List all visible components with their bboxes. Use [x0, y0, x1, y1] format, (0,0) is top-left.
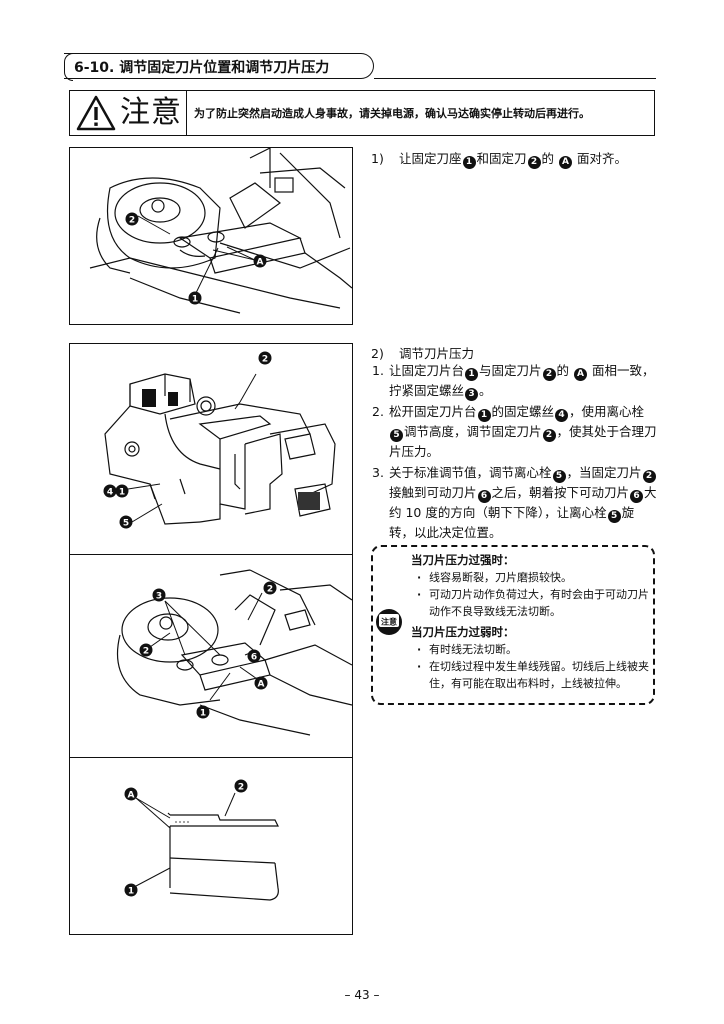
svg-text:5: 5: [123, 519, 129, 529]
figure-2-divider-1: [70, 554, 352, 555]
ref-2: 2: [527, 156, 541, 169]
figure-2-divider-2: [70, 757, 352, 758]
svg-text:A: A: [257, 258, 264, 268]
fig2b-callout-2b: [139, 643, 153, 657]
svg-text:2: 2: [238, 783, 244, 793]
note-box: 注意 当刀片压力过强时： 线容易断裂，刀片磨损较快。 可动刀片动作负荷过大，有时…: [371, 545, 655, 705]
svg-text:2: 2: [262, 355, 268, 365]
svg-text:1: 1: [192, 295, 198, 305]
svg-text:1: 1: [128, 887, 134, 897]
step-1-number: 1): [371, 151, 384, 166]
fig2a-callout-2: [258, 351, 272, 365]
caution-box: 注意 为了防止突然启动造成人身事故，请关掉电源，确认马达确实停止转动后再进行。: [69, 90, 655, 136]
figure-1-drawing: 2 1 A: [89, 147, 353, 314]
header-rule: [374, 78, 656, 79]
figure-2a-drawing: 2 4 1 5: [103, 351, 336, 529]
list-item: 可动刀片动作负荷过大，有时会由于可动刀片动作不良导致线无法切断。: [417, 586, 655, 620]
ref-a: A: [559, 156, 573, 169]
figure-1: 2 1 A: [69, 147, 353, 325]
svg-text:2: 2: [129, 216, 135, 226]
fig1-callout-2: [125, 212, 139, 226]
fig2c-callout-2: [234, 779, 248, 793]
step-2-title: 调节刀片压力: [398, 346, 474, 361]
list-item: 在切线过程中发生单线残留。切线后上线被夹住，有可能在取出布料时，上线被拉伸。: [417, 658, 655, 692]
fig2b-callout-1: [196, 705, 210, 719]
note-weak-list: 有时线无法切断。 在切线过程中发生单线残留。切线后上线被夹住，有可能在取出布料时…: [411, 641, 655, 692]
svg-text:1: 1: [200, 709, 206, 719]
svg-text:A: A: [258, 680, 265, 690]
svg-text:6: 6: [251, 653, 257, 663]
list-item: 线容易断裂，刀片磨损较快。: [417, 569, 655, 586]
ref-1: 1: [462, 156, 476, 169]
figure-2: 2 4 1 5: [69, 343, 353, 935]
svg-text:2: 2: [143, 647, 149, 657]
fig2b-callout-2a: [263, 581, 277, 595]
section-header: 6-10. 调节固定刀片位置和调节刀片压力: [64, 53, 374, 81]
page-number: – 43 –: [344, 988, 380, 1002]
fig2a-callout-5: [119, 515, 133, 529]
note-strong-list: 线容易断裂，刀片磨损较快。 可动刀片动作负荷过大，有时会由于可动刀片动作不良导致…: [411, 569, 655, 620]
fig1-callout-a: [253, 254, 267, 268]
caution-label: 注意: [70, 91, 187, 135]
svg-text:3: 3: [156, 592, 162, 602]
caution-word: 注意: [120, 95, 182, 130]
figure-2c-drawing: 2 A 1: [124, 779, 279, 901]
note-weak-title: 当刀片压力过弱时：: [411, 625, 515, 639]
figure-2b-drawing: 3 2 2 6 A 1: [116, 569, 352, 736]
fig2b-callout-a: [254, 676, 268, 690]
fig2a-callout-4: [103, 484, 117, 498]
step-2-heading: 2) 调节刀片压力: [371, 343, 474, 362]
fig2c-callout-1: [124, 883, 138, 897]
caution-text: 为了防止突然启动造成人身事故，请关掉电源，确认马达确实停止转动后再进行。: [194, 107, 590, 120]
list-item: 有时线无法切断。: [417, 641, 655, 658]
svg-text:2: 2: [267, 585, 273, 595]
svg-text:注意: 注意: [381, 617, 397, 627]
note-content: 当刀片压力过强时： 线容易断裂，刀片磨损较快。 可动刀片动作负荷过大，有时会由于…: [411, 552, 655, 692]
fig2b-callout-3: [152, 588, 166, 602]
section-title: 6-10. 调节固定刀片位置和调节刀片压力: [74, 60, 330, 76]
note-strong-title: 当刀片压力过强时：: [411, 553, 515, 567]
caution-hand-icon: 注意: [376, 609, 402, 635]
svg-text:1: 1: [119, 488, 125, 498]
fig2a-callout-1: [115, 484, 129, 498]
step-2-number: 2): [371, 346, 384, 361]
svg-text:4: 4: [107, 488, 113, 498]
fig1-callout-1: [188, 291, 202, 305]
warning-triangle-icon: [76, 95, 116, 131]
fig2b-callout-6: [247, 649, 261, 663]
svg-text:A: A: [128, 791, 135, 801]
fig2c-callout-a: [124, 787, 138, 801]
